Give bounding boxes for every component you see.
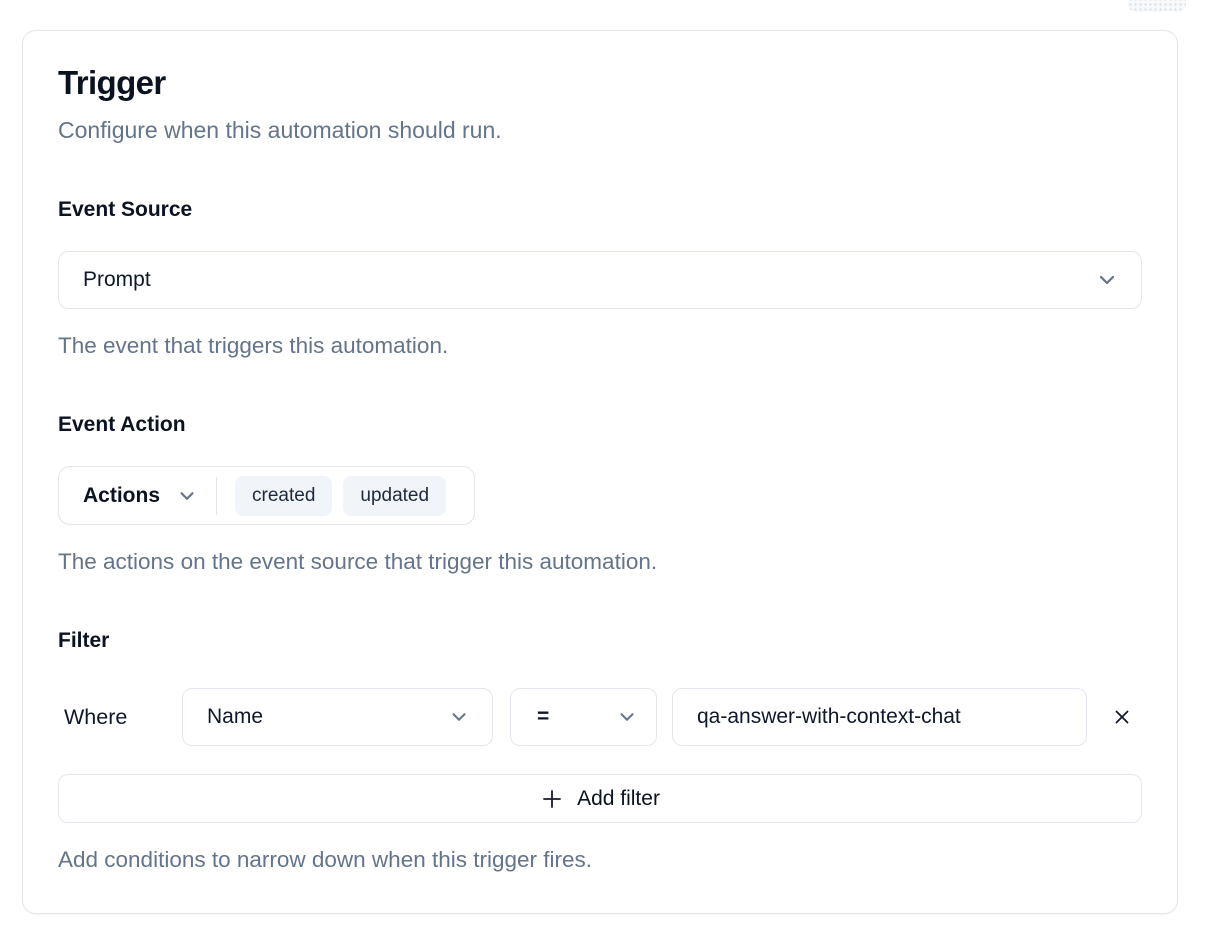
add-filter-button-label: Add filter	[577, 786, 660, 810]
event-action-help: The actions on the event source that tri…	[58, 549, 658, 574]
filter-operator-value: =	[537, 705, 550, 728]
event-action-label: Event Action	[58, 413, 186, 436]
partial-element-top-right	[1128, 0, 1186, 12]
selected-actions: created updated	[235, 475, 447, 516]
event-source-help: The event that triggers this automation.	[58, 333, 449, 358]
action-badge-created: created	[235, 475, 333, 516]
event-action-dropdown-label: Actions	[83, 483, 161, 507]
filter-operator-select[interactable]: =	[510, 688, 657, 746]
event-action-multiselect[interactable]: Actions created updated	[58, 466, 476, 525]
chevron-down-icon	[1095, 268, 1119, 292]
plus-icon	[540, 787, 564, 811]
chevron-down-icon	[176, 485, 198, 507]
chevron-down-icon	[448, 706, 470, 728]
event-source-select[interactable]: Prompt	[58, 251, 1142, 309]
divider	[216, 476, 218, 515]
add-filter-button[interactable]: Add filter	[58, 774, 1142, 823]
filter-help: Add conditions to narrow down when this …	[58, 847, 593, 872]
filter-field-value: Name	[207, 705, 264, 728]
chevron-down-icon	[616, 706, 638, 728]
filter-condition-row: Where Name =	[58, 688, 1142, 746]
event-action-dropdown-trigger[interactable]: Actions	[83, 484, 198, 508]
remove-filter-button[interactable]	[1102, 697, 1142, 737]
filter-value-input[interactable]	[672, 688, 1087, 746]
trigger-card: Trigger Configure when this automation s…	[22, 30, 1178, 914]
page-title: Trigger	[58, 64, 166, 101]
filter-field-select[interactable]: Name	[182, 688, 493, 746]
event-source-label: Event Source	[58, 198, 193, 221]
page-subtitle: Configure when this automation should ru…	[58, 117, 502, 143]
filter-label: Filter	[58, 629, 110, 652]
close-icon	[1111, 706, 1133, 728]
where-label: Where	[64, 704, 128, 729]
action-badge-updated: updated	[343, 475, 447, 516]
event-source-value: Prompt	[83, 268, 151, 291]
